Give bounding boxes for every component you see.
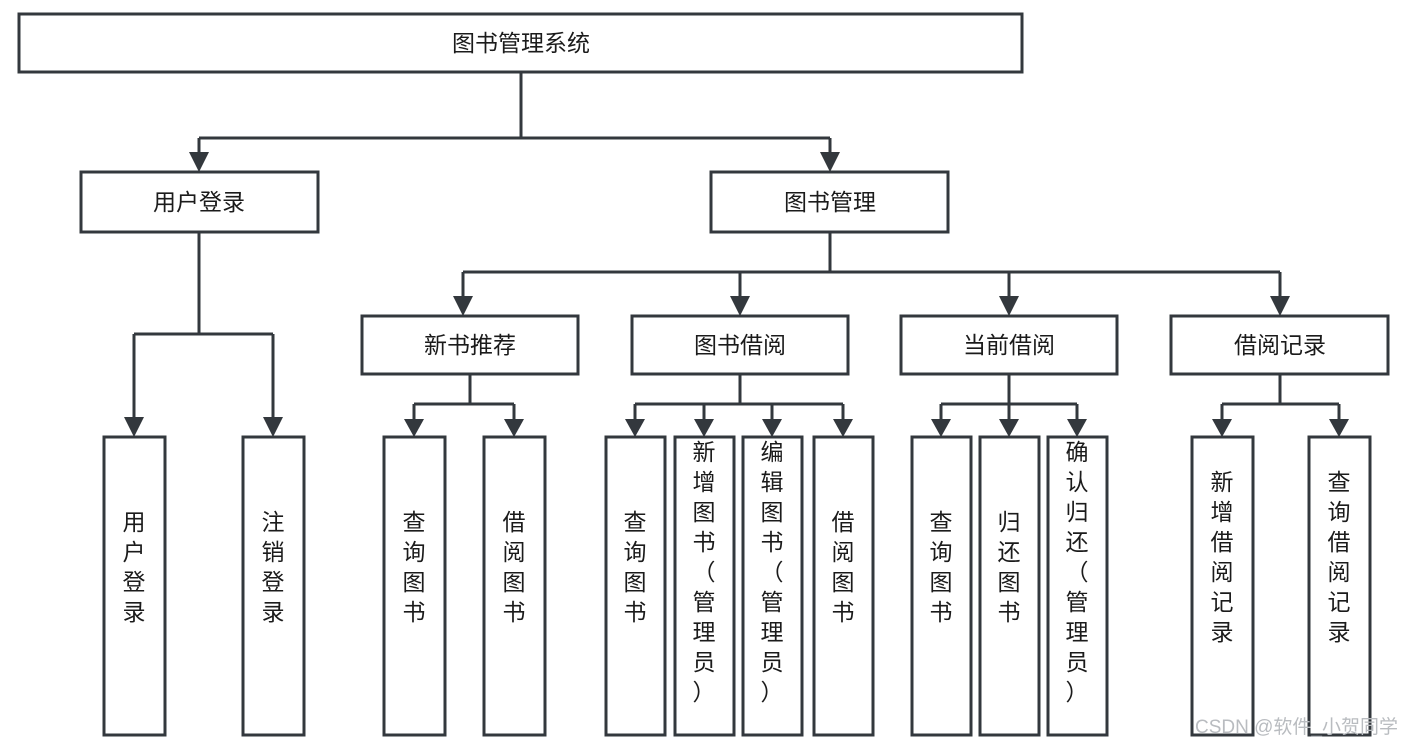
arrowhead-icon	[999, 296, 1019, 316]
node-book-manage[interactable]: 图书管理	[709, 170, 950, 234]
node-leaf-query-book-1-label: 查询图书	[403, 509, 426, 625]
node-leaf-confirm-return-label: 确认归还（管理员）	[1066, 439, 1089, 705]
node-leaf-edit-book[interactable]: 编辑图书（管理员）	[741, 435, 804, 737]
arrowhead-icon	[1270, 296, 1290, 316]
node-leaf-logout[interactable]: 注销登录	[241, 435, 306, 737]
node-leaf-query-book-3[interactable]: 查询图书	[910, 435, 973, 737]
arrowhead-group	[124, 152, 1349, 437]
node-leaf-add-book-box[interactable]	[673, 435, 736, 737]
node-new-book-recommend[interactable]: 新书推荐	[360, 314, 580, 376]
node-leaf-query-record-label: 查询借阅记录	[1328, 469, 1351, 645]
node-leaf-query-book-3-box[interactable]	[910, 435, 973, 737]
node-leaf-borrow-book-2-box[interactable]	[812, 435, 875, 737]
arrowhead-icon	[504, 419, 524, 437]
node-borrow-record-label: 借阅记录	[1234, 332, 1326, 358]
arrowhead-icon	[124, 417, 144, 437]
node-leaf-query-book-1-box[interactable]	[382, 435, 447, 737]
node-leaf-borrow-book-1[interactable]: 借阅图书	[482, 435, 547, 737]
node-user-login[interactable]: 用户登录	[79, 170, 320, 234]
arrowhead-icon	[833, 419, 853, 437]
node-leaf-logout-box[interactable]	[241, 435, 306, 737]
node-book-borrow-box[interactable]	[630, 314, 850, 376]
node-leaf-add-book-label: 新增图书（管理员）	[693, 439, 716, 705]
node-leaf-return-book-label: 归还图书	[998, 509, 1021, 625]
node-book-manage-label: 图书管理	[784, 189, 876, 215]
node-leaf-query-book-3-label: 查询图书	[930, 509, 953, 625]
node-leaf-add-record[interactable]: 新增借阅记录	[1190, 435, 1255, 737]
arrowhead-icon	[1212, 419, 1232, 437]
arrowhead-icon	[730, 296, 750, 316]
node-root-box[interactable]	[17, 12, 1024, 74]
node-leaf-user-login[interactable]: 用户登录	[102, 435, 167, 737]
watermark-label: CSDN @软件_小贺同学	[1195, 716, 1398, 738]
connector-group	[132, 72, 1341, 419]
arrowhead-icon	[625, 419, 645, 437]
node-leaf-add-record-box[interactable]	[1190, 435, 1255, 737]
node-leaf-confirm-return-box[interactable]	[1046, 435, 1109, 737]
node-leaf-borrow-book-1-label: 借阅图书	[503, 509, 526, 625]
arrowhead-icon	[931, 419, 951, 437]
arrowhead-icon	[1067, 419, 1087, 437]
arrowhead-icon	[404, 419, 424, 437]
node-leaf-edit-book-label: 编辑图书（管理员）	[761, 439, 784, 705]
node-leaf-query-record-box[interactable]	[1307, 435, 1372, 737]
node-new-book-recommend-box[interactable]	[360, 314, 580, 376]
node-book-borrow-label: 图书借阅	[694, 332, 786, 358]
node-book-manage-box[interactable]	[709, 170, 950, 234]
node-user-login-box[interactable]	[79, 170, 320, 234]
arrowhead-icon	[999, 419, 1019, 437]
node-leaf-query-book-1[interactable]: 查询图书	[382, 435, 447, 737]
node-root[interactable]: 图书管理系统	[17, 12, 1024, 74]
node-new-book-recommend-label: 新书推荐	[424, 332, 516, 358]
node-root-label: 图书管理系统	[452, 30, 590, 56]
node-leaf-add-record-label: 新增借阅记录	[1211, 469, 1234, 645]
node-leaf-add-book[interactable]: 新增图书（管理员）	[673, 435, 736, 737]
node-current-borrow-box[interactable]	[899, 314, 1119, 376]
node-current-borrow[interactable]: 当前借阅	[899, 314, 1119, 376]
node-borrow-record-box[interactable]	[1169, 314, 1390, 376]
arrowhead-icon	[263, 417, 283, 437]
arrowhead-icon	[820, 152, 840, 172]
node-leaf-query-book-2-box[interactable]	[604, 435, 667, 737]
node-leaf-borrow-book-2-label: 借阅图书	[832, 509, 855, 625]
arrowhead-icon	[762, 419, 782, 437]
node-leaf-query-book-2-label: 查询图书	[624, 509, 647, 625]
node-leaf-borrow-book-1-box[interactable]	[482, 435, 547, 737]
node-leaf-borrow-book-2[interactable]: 借阅图书	[812, 435, 875, 737]
node-leaf-query-record[interactable]: 查询借阅记录	[1307, 435, 1372, 737]
arrowhead-icon	[1329, 419, 1349, 437]
leaf-nodes-group: 用户登录 注销登录 查询图书 借阅图书 查询图书 新增图书（管理员） 编辑图书（…	[102, 435, 1372, 737]
arrowhead-icon	[694, 419, 714, 437]
node-leaf-return-book[interactable]: 归还图书	[978, 435, 1041, 737]
node-leaf-edit-book-box[interactable]	[741, 435, 804, 737]
node-book-borrow[interactable]: 图书借阅	[630, 314, 850, 376]
node-leaf-return-book-box[interactable]	[978, 435, 1041, 737]
node-leaf-confirm-return[interactable]: 确认归还（管理员）	[1046, 435, 1109, 737]
node-leaf-query-book-2[interactable]: 查询图书	[604, 435, 667, 737]
node-leaf-logout-label: 注销登录	[262, 509, 285, 625]
arrowhead-icon	[189, 152, 209, 172]
node-borrow-record[interactable]: 借阅记录	[1169, 314, 1390, 376]
node-user-login-label: 用户登录	[153, 189, 245, 215]
arrowhead-icon	[453, 296, 473, 316]
node-current-borrow-label: 当前借阅	[963, 332, 1055, 358]
node-leaf-user-login-label: 用户登录	[123, 509, 146, 625]
node-leaf-user-login-box[interactable]	[102, 435, 167, 737]
